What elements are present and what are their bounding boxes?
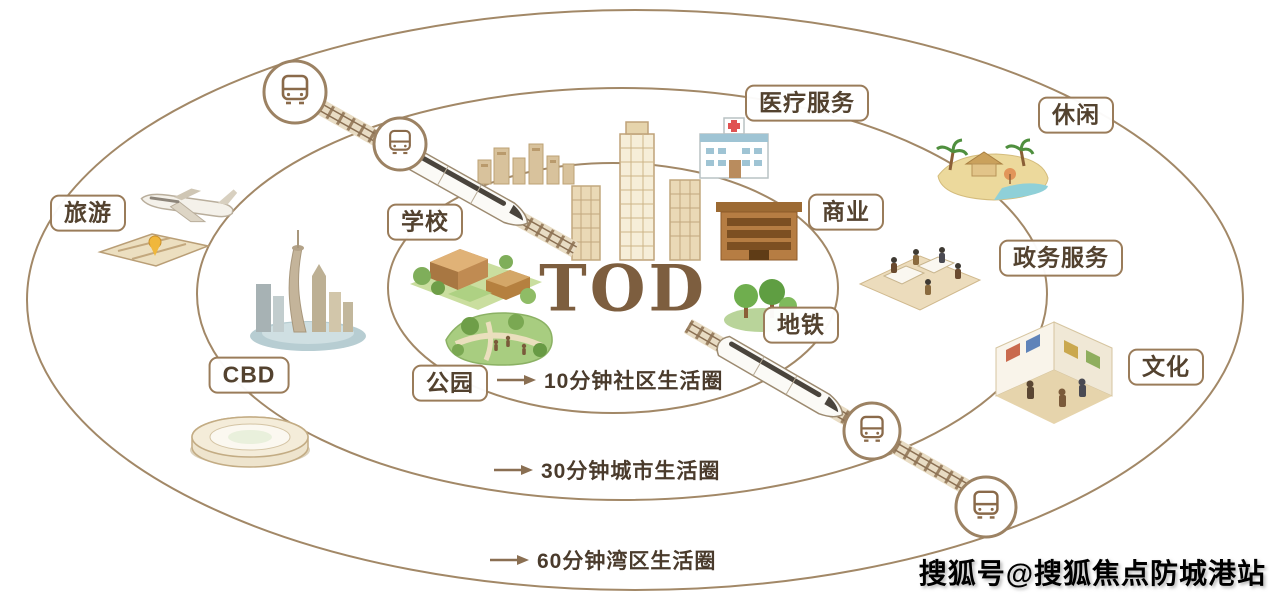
ring-caption-30min: 30分钟城市生活圈 — [541, 460, 721, 483]
culture-gallery-icon — [995, 321, 1113, 424]
stadium-icon — [190, 416, 310, 468]
buildings-cluster-icon — [477, 143, 575, 185]
ring-arrow-icon — [490, 555, 529, 565]
ring-arrow-icon — [497, 375, 536, 385]
travel-map-icon — [97, 233, 211, 267]
mall-icon — [716, 202, 802, 261]
school-campus-icon — [410, 249, 542, 310]
ring-caption-10min: 10分钟社区生活圈 — [544, 370, 724, 393]
ring-60min — [26, 9, 1244, 591]
ring-30min — [196, 87, 1048, 501]
tod-towers-icon — [571, 121, 701, 261]
label-tourism: 旅游 — [50, 194, 126, 232]
metro-station-icon — [262, 59, 328, 125]
diagram-title: TOD — [539, 251, 707, 327]
airplane-icon — [140, 188, 238, 223]
ring-arrow-icon — [494, 465, 533, 475]
watermark-text: 搜狐号@搜狐焦点防城港站 — [918, 558, 1266, 589]
city-skyline-icon — [250, 230, 366, 351]
office-scene-icon — [858, 247, 982, 311]
label-business: 商业 — [808, 193, 884, 231]
highspeed-train-icon — [712, 332, 849, 425]
park-icon — [445, 312, 553, 366]
metro-station-icon — [954, 475, 1018, 539]
label-medical: 医疗服务 — [745, 84, 869, 122]
beach-resort-icon — [936, 138, 1049, 201]
label-cbd: CBD — [208, 356, 290, 394]
label-government: 政务服务 — [999, 239, 1123, 277]
metro-station-icon — [372, 116, 428, 172]
label-leisure: 休闲 — [1038, 96, 1114, 134]
hospital-icon — [699, 117, 769, 179]
label-school: 学校 — [387, 203, 463, 241]
ring-10min — [387, 162, 839, 414]
ring-caption-60min: 60分钟湾区生活圈 — [537, 550, 717, 573]
label-park: 公园 — [412, 364, 488, 402]
label-culture: 文化 — [1128, 348, 1204, 386]
label-metro: 地铁 — [763, 306, 839, 344]
metro-station-icon — [842, 401, 902, 461]
